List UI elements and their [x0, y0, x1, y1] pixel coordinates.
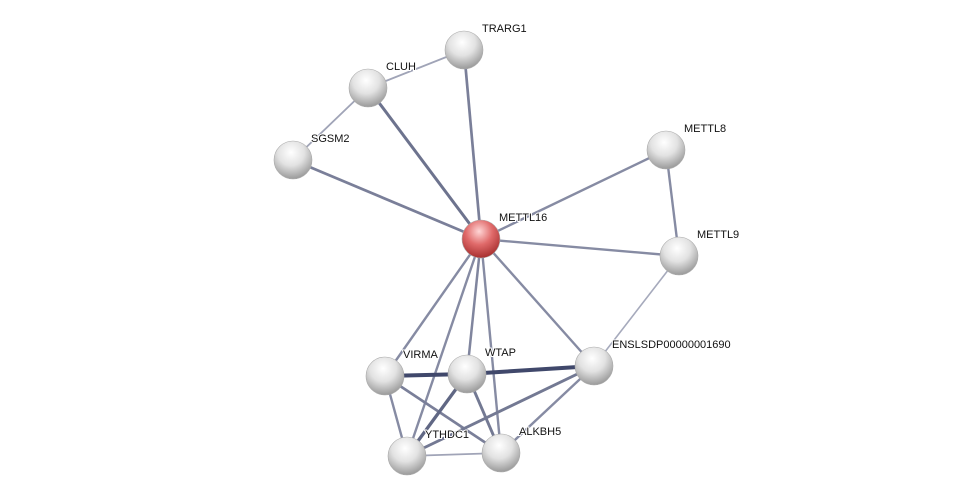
edge-virma-alkbh5[interactable] [384, 374, 502, 455]
edge-mettl8-mettl16[interactable] [480, 148, 667, 241]
node-label: VIRMA [403, 349, 439, 361]
edge-mettl16-alkbh5[interactable] [479, 238, 503, 454]
edge-mettl16-enslsdp00000001690[interactable] [480, 238, 595, 367]
node-sphere[interactable] [273, 140, 313, 180]
node-label: TRARG1 [482, 23, 527, 35]
node-sphere[interactable] [659, 236, 699, 276]
node-label: METTL9 [697, 229, 739, 241]
edge-mettl9-mettl16[interactable] [480, 237, 680, 258]
node-virma[interactable]: VIRMA [365, 348, 440, 396]
node-trarg1[interactable]: TRARG1 [444, 22, 528, 70]
edge-cluh-mettl16[interactable] [366, 87, 483, 240]
node-enslsdp00000001690[interactable]: ENSLSDP00000001690 [574, 338, 732, 386]
node-mettl9[interactable]: METTL9 [659, 228, 740, 276]
node-mettl8[interactable]: METTL8 [646, 122, 727, 170]
node-label: SGSM2 [311, 133, 350, 145]
edge-mettl16-ythdc1[interactable] [405, 238, 483, 457]
node-sphere[interactable] [461, 219, 501, 259]
node-sphere[interactable] [646, 130, 686, 170]
edge-mettl16-wtap[interactable] [465, 238, 483, 375]
node-label: ENSLSDP00000001690 [612, 339, 731, 351]
node-ythdc1[interactable]: YTHDC1 [387, 428, 470, 476]
node-alkbh5[interactable]: ALKBH5 [481, 425, 562, 473]
node-sphere[interactable] [574, 346, 614, 386]
edge-enslsdp00000001690-alkbh5[interactable] [500, 365, 595, 454]
node-label: ALKBH5 [519, 426, 561, 438]
node-mettl16[interactable]: METTL16 [461, 211, 548, 259]
edge-trarg1-mettl16[interactable] [462, 49, 483, 240]
edge-enslsdp00000001690-ythdc1[interactable] [406, 364, 595, 458]
node-sphere[interactable] [481, 433, 521, 473]
edge-mettl16-virma[interactable] [384, 238, 482, 377]
node-cluh[interactable]: CLUH [348, 60, 417, 108]
node-wtap[interactable]: WTAP [447, 346, 517, 394]
edge-wtap-enslsdp00000001690[interactable] [466, 364, 595, 376]
node-label: METTL8 [684, 123, 726, 135]
node-sphere[interactable] [447, 354, 487, 394]
edge-sgsm2-mettl16[interactable] [292, 158, 482, 241]
node-label: CLUH [386, 61, 416, 73]
node-sphere[interactable] [365, 356, 405, 396]
edge-mettl9-enslsdp00000001690[interactable] [593, 255, 680, 367]
node-sphere[interactable] [348, 68, 388, 108]
node-sgsm2[interactable]: SGSM2 [273, 132, 351, 180]
node-label: YTHDC1 [425, 429, 469, 441]
node-label: WTAP [485, 347, 516, 359]
node-sphere[interactable] [387, 436, 427, 476]
node-sphere[interactable] [444, 30, 484, 70]
node-label: METTL16 [499, 212, 547, 224]
